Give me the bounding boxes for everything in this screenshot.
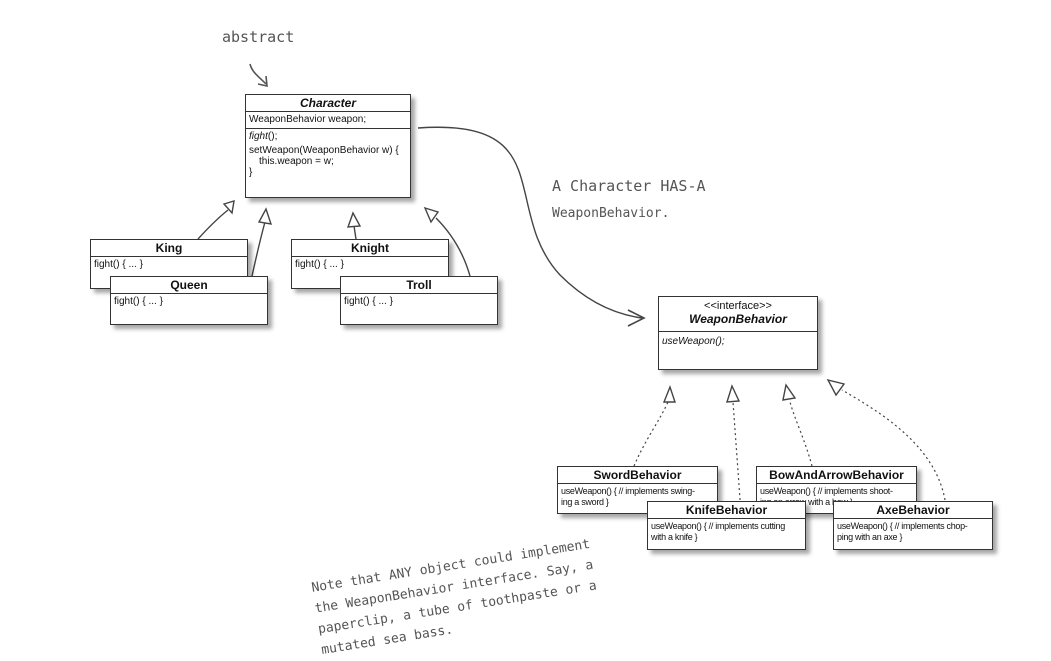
knight-class-box: Knight fight() { ... } bbox=[291, 239, 449, 289]
swordbehavior-class-box: SwordBehavior useWeapon() { // implement… bbox=[557, 466, 718, 514]
has-a-association-line bbox=[417, 126, 643, 319]
abstract-annotation: abstract bbox=[222, 28, 295, 46]
queen-class-box: Queen fight() { ... } bbox=[110, 276, 268, 325]
king-class-name: King bbox=[91, 240, 247, 257]
queen-class-name: Queen bbox=[111, 277, 267, 294]
has-a-line-2: WeaponBehavior. bbox=[552, 206, 670, 221]
character-fight-tail: (); bbox=[267, 131, 278, 142]
swordbehavior-method: useWeapon() { // implements swing- ing a… bbox=[558, 484, 717, 510]
king-inheritance-line bbox=[197, 209, 229, 240]
character-field: WeaponBehavior weapon; bbox=[246, 112, 410, 129]
interface-method: useWeapon(); bbox=[662, 336, 725, 347]
has-a-annotation: A Character HAS-A WeaponBehavior. bbox=[552, 172, 706, 228]
character-class-name: Character bbox=[246, 95, 410, 112]
knight-class-name: Knight bbox=[292, 240, 448, 257]
bowandarrowbehavior-class-name: BowAndArrowBehavior bbox=[757, 467, 916, 484]
troll-inheritance-triangle bbox=[423, 206, 440, 224]
character-fight-name: fight bbox=[249, 131, 268, 142]
knifebehavior-method: useWeapon() { // implements cutting with… bbox=[648, 519, 805, 545]
abstract-pointer-arrowhead bbox=[257, 75, 268, 88]
knifebehavior-method-line-2: with a knife } bbox=[651, 532, 698, 542]
swordbehavior-method-line-1: useWeapon() { // implements swing- bbox=[561, 486, 695, 496]
weaponbehavior-interface-box: <<interface>> WeaponBehavior useWeapon()… bbox=[658, 296, 818, 370]
abstract-pointer-arrow bbox=[249, 63, 267, 85]
knight-inheritance-triangle bbox=[346, 211, 362, 228]
sword-realization-triangle bbox=[662, 384, 676, 403]
interface-header: <<interface>> WeaponBehavior bbox=[659, 297, 817, 332]
character-setweapon-method: setWeapon(WeaponBehavior w) { bbox=[249, 145, 399, 156]
swordbehavior-class-name: SwordBehavior bbox=[558, 467, 717, 484]
axebehavior-method-line-1: useWeapon() { // implements chop- bbox=[837, 521, 968, 531]
troll-class-name: Troll bbox=[341, 277, 497, 294]
knifebehavior-class-box: KnifeBehavior useWeapon() { // implement… bbox=[647, 501, 806, 550]
character-setweapon-close: } bbox=[249, 167, 253, 178]
character-setweapon-body: this.weapon = w; bbox=[259, 156, 334, 167]
troll-fight-method: fight() { ... } bbox=[344, 296, 393, 307]
has-a-association-arrowhead bbox=[627, 309, 646, 327]
knight-inheritance-line bbox=[353, 225, 357, 240]
character-fight-method: fight(); bbox=[249, 131, 407, 142]
troll-inheritance-line bbox=[435, 217, 471, 277]
knife-realization-triangle bbox=[726, 384, 741, 403]
swordbehavior-method-line-2: ing a sword } bbox=[561, 497, 609, 507]
interface-name: WeaponBehavior bbox=[689, 312, 787, 326]
axebehavior-class-box: AxeBehavior useWeapon() { // implements … bbox=[833, 501, 993, 550]
axe-realization-line bbox=[841, 389, 946, 501]
bow-realization-triangle bbox=[782, 383, 797, 401]
king-inheritance-triangle bbox=[222, 200, 235, 215]
axebehavior-method-line-2: ping with an axe } bbox=[837, 532, 903, 542]
sword-realization-line bbox=[633, 401, 669, 467]
bowandarrowbehavior-method: useWeapon() { // implements shoot- ing a… bbox=[757, 484, 916, 510]
knifebehavior-class-name: KnifeBehavior bbox=[648, 502, 805, 519]
axebehavior-method: useWeapon() { // implements chop- ping w… bbox=[834, 519, 992, 545]
knight-fight-method: fight() { ... } bbox=[295, 259, 344, 270]
knifebehavior-method-line-1: useWeapon() { // implements cutting bbox=[651, 521, 785, 531]
bow-realization-line bbox=[789, 401, 813, 467]
character-methods: fight(); setWeapon(WeaponBehavior w) { t… bbox=[246, 129, 410, 180]
queen-inheritance-line bbox=[251, 221, 266, 277]
axe-realization-triangle bbox=[826, 378, 846, 397]
bowandarrowbehavior-method-line-1: useWeapon() { // implements shoot- bbox=[760, 486, 893, 496]
axebehavior-class-name: AxeBehavior bbox=[834, 502, 992, 519]
queen-fight-method: fight() { ... } bbox=[114, 296, 163, 307]
bowandarrowbehavior-method-line-2: ing an arrow with a bow } bbox=[760, 497, 853, 507]
troll-class-box: Troll fight() { ... } bbox=[340, 276, 498, 325]
king-fight-method: fight() { ... } bbox=[94, 259, 143, 270]
queen-inheritance-triangle bbox=[257, 207, 273, 225]
knife-realization-line bbox=[732, 401, 741, 501]
has-a-line-1: A Character HAS-A bbox=[552, 177, 706, 195]
interface-stereotype: <<interface>> bbox=[704, 300, 772, 312]
character-class-box: Character WeaponBehavior weapon; fight()… bbox=[245, 94, 411, 198]
